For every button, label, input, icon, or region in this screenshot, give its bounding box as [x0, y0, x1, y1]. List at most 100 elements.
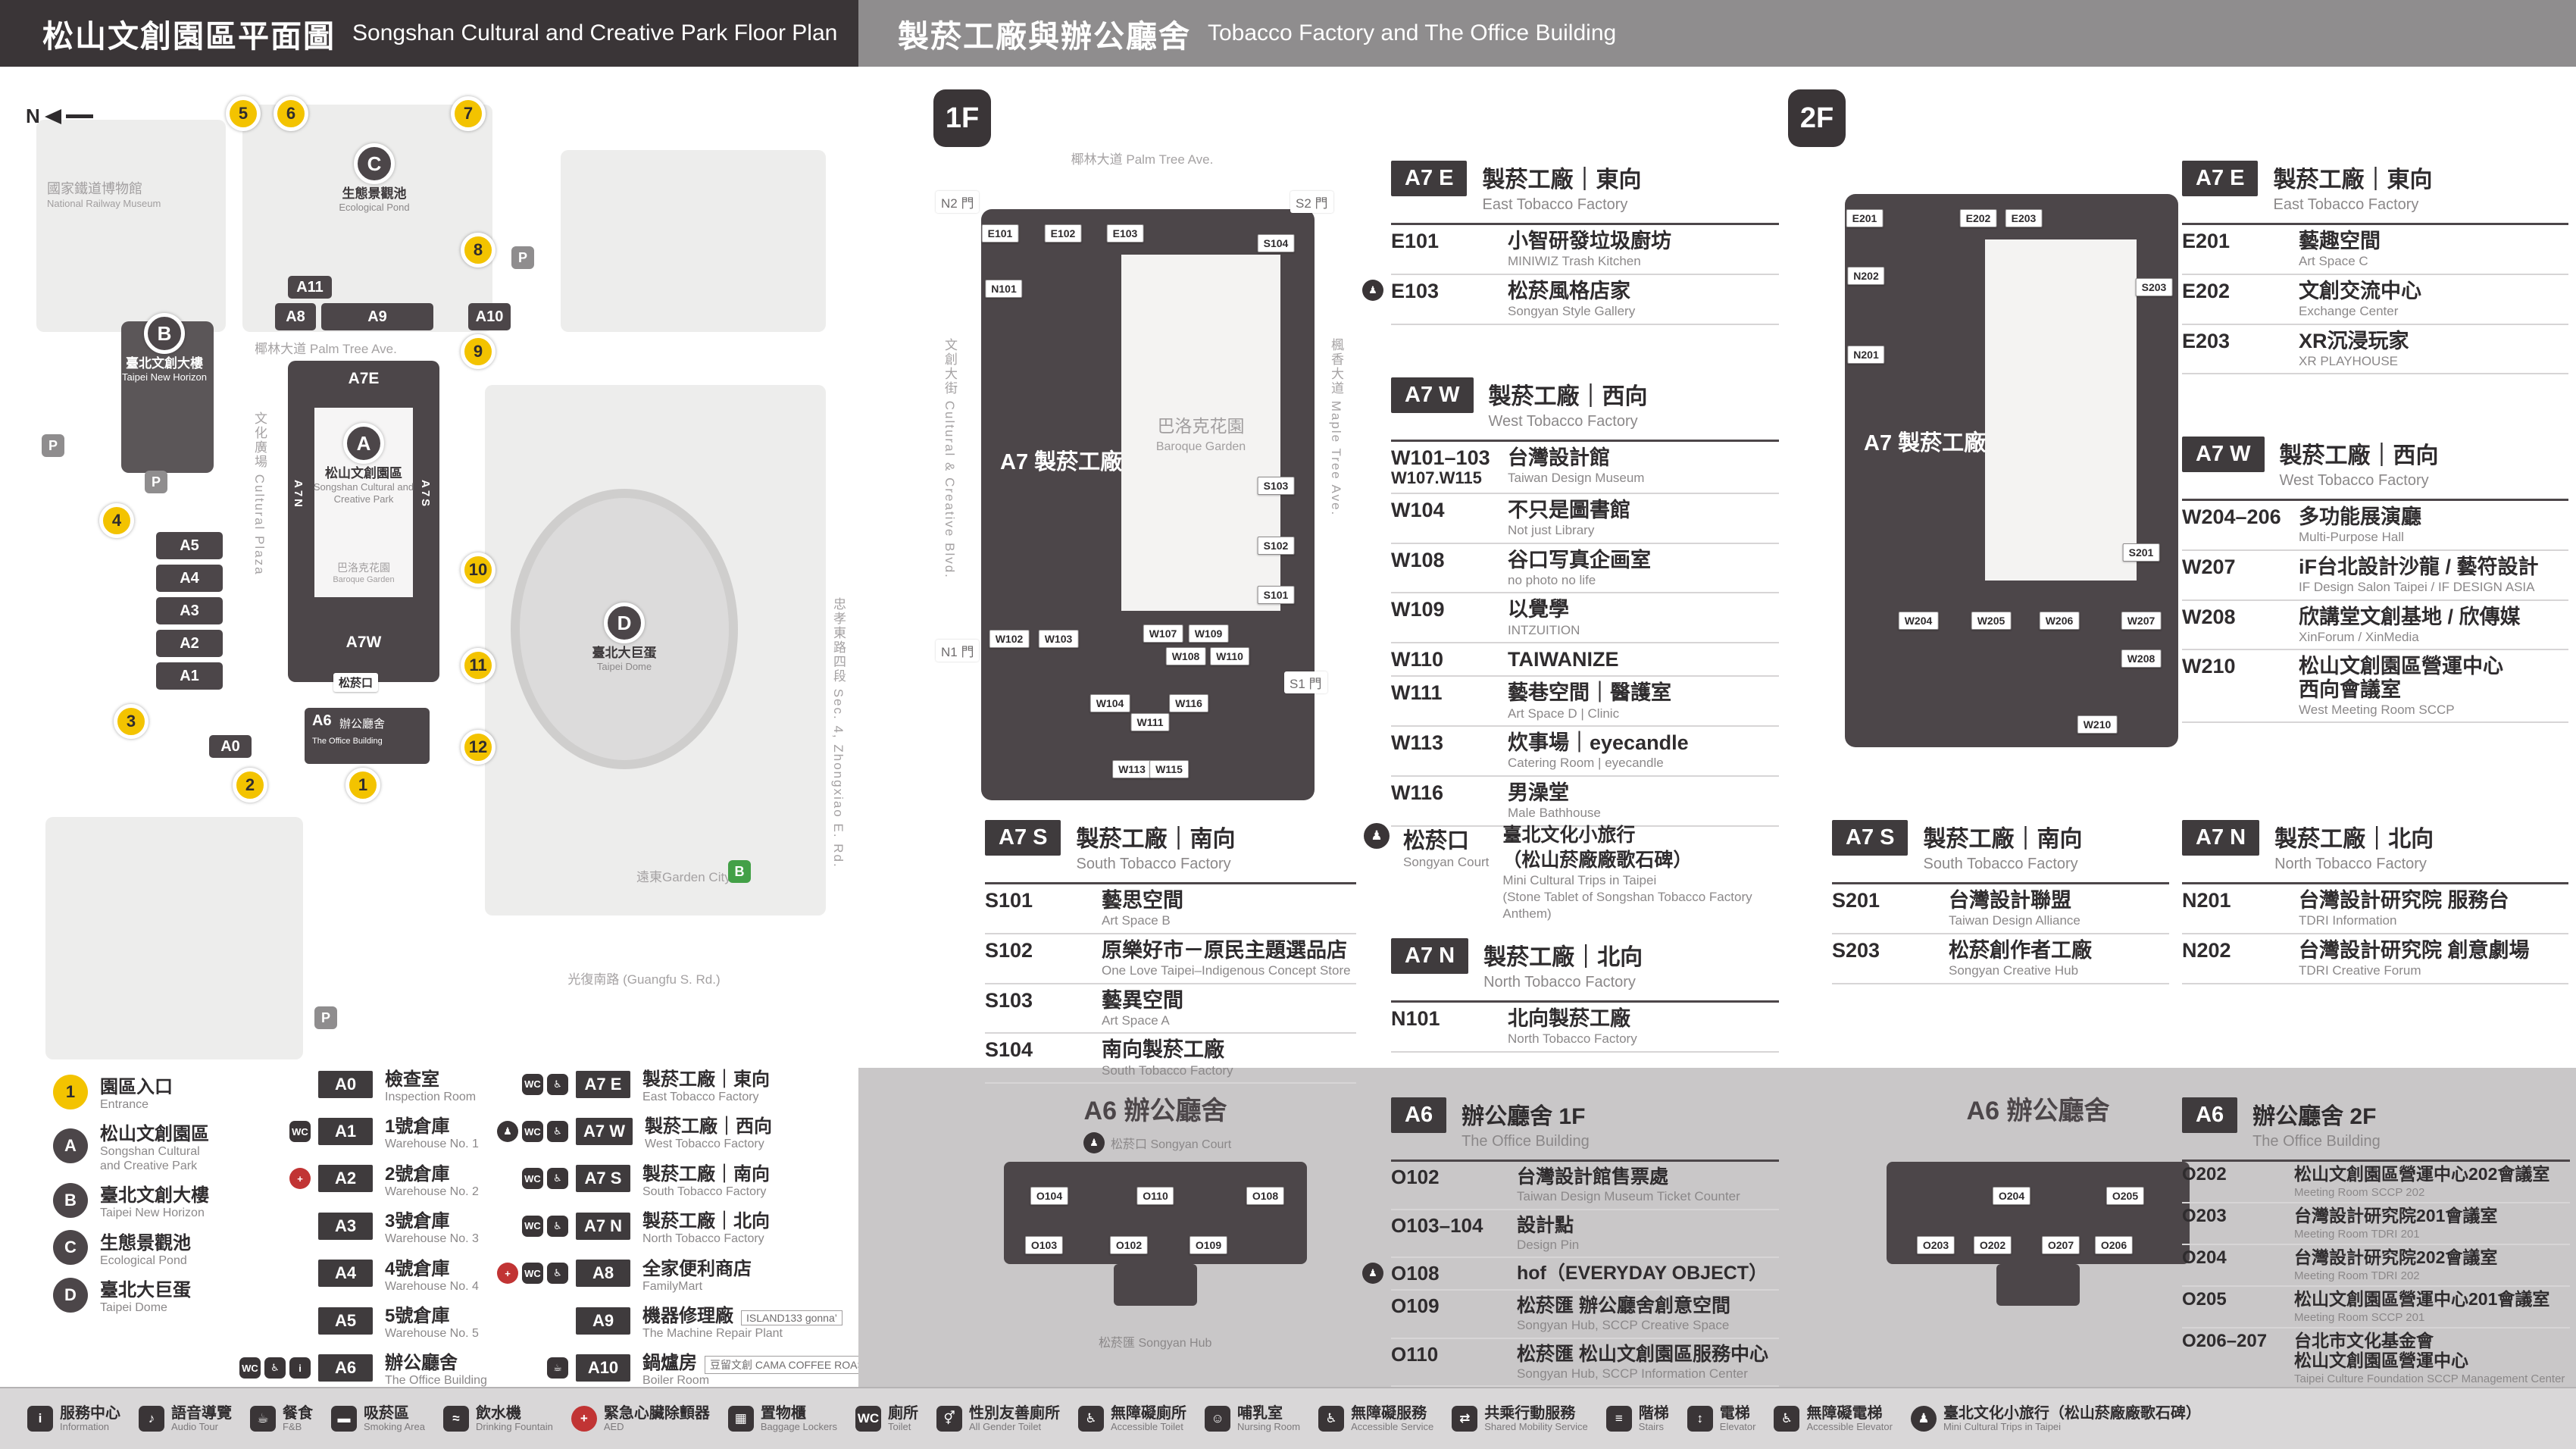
- section-title-zh: 製菸工廠｜北向: [2274, 827, 2434, 852]
- section-badge: A7 W: [1391, 377, 1474, 413]
- section-title-en: West Tobacco Factory: [2279, 472, 2429, 489]
- entrance-marker-3: 3: [114, 704, 148, 739]
- section-title-en: East Tobacco Factory: [1482, 196, 1628, 213]
- room-chip: E102: [1044, 224, 1082, 243]
- building-A11: A11: [288, 276, 332, 299]
- info-icon: i: [289, 1357, 311, 1379]
- locker-icon: ▦: [727, 1405, 754, 1432]
- info-icon: i: [27, 1405, 53, 1432]
- room-code: N202: [2182, 938, 2231, 962]
- room-chip: W206: [2039, 612, 2080, 630]
- toilet-icon: WC: [522, 1073, 543, 1095]
- entrance-marker-4: 4: [99, 503, 134, 538]
- room-chip: S104: [1257, 234, 1295, 252]
- entrance-marker-2: 2: [233, 768, 267, 803]
- gate-s1: S1 門: [1284, 671, 1327, 693]
- room-code: O203: [2182, 1206, 2227, 1226]
- room-chip: E103: [1106, 224, 1144, 243]
- entrance-marker-8: 8: [461, 233, 496, 268]
- section-title-zh: 製菸工廠｜東向: [1482, 167, 1642, 192]
- room-code: W104: [1391, 498, 1445, 521]
- accessible-icon: ♿: [547, 1073, 568, 1095]
- floor-badge-2f: 2F: [1788, 89, 1846, 147]
- section-title-en: South Tobacco Factory: [1923, 856, 2078, 872]
- accessible-icon: ♿: [1078, 1405, 1105, 1432]
- audio-icon: ♪: [139, 1405, 164, 1432]
- baroque-map-label: 巴洛克花園 Baroque Garden: [333, 562, 395, 585]
- section-badge: A7 N: [2182, 820, 2260, 856]
- header-left: 松山文創園區平面圖 Songshan Cultural and Creative…: [0, 0, 858, 67]
- nursing-icon: ☺: [1205, 1405, 1231, 1432]
- legend-key-A2: A2: [318, 1165, 373, 1193]
- office-en-map-label: The Office Building: [312, 737, 383, 746]
- room-code: W109: [1391, 598, 1445, 621]
- north-arrow-tail: [65, 114, 93, 118]
- songyan-court-chip: 松菸口: [333, 673, 379, 692]
- a7-2f-courtyard: [1985, 239, 2137, 581]
- legend-icons: ☕: [547, 1357, 568, 1379]
- area-marker-B: B: [144, 313, 185, 354]
- accessible-icon: ♿: [547, 1168, 568, 1190]
- building-A10: A10: [468, 303, 511, 330]
- room-chip: O110: [1136, 1187, 1174, 1205]
- section-badge: A7 W: [2182, 437, 2265, 472]
- trip-icon: ♟: [497, 1121, 518, 1143]
- room-chip: W116: [1169, 694, 1208, 712]
- room-code: W110: [1391, 648, 1444, 671]
- parking-icon: P: [511, 246, 534, 269]
- room-chip: W205: [1971, 612, 2012, 630]
- room-code: S101: [985, 889, 1033, 912]
- section-badge: A7 S: [1832, 820, 1909, 856]
- aed-icon: +: [571, 1405, 597, 1432]
- street-zhongxiao: 忠孝東路四段 Sec. 4, Zhongxiao E. Rd.: [831, 597, 846, 868]
- legend-key-C: C: [53, 1230, 88, 1266]
- room-chip: O206: [2094, 1236, 2134, 1254]
